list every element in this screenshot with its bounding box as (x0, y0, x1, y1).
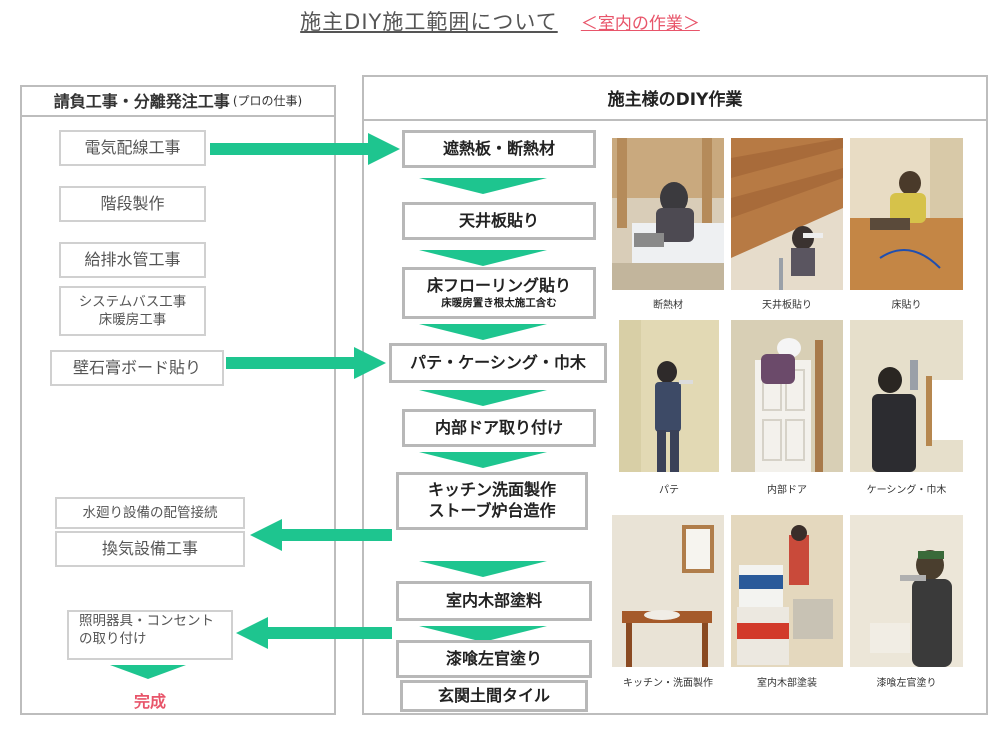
pro-item-stairs: 階段製作 (59, 186, 206, 222)
arrow-shaft (266, 627, 392, 639)
step-flooring-label: 床フローリング貼り (426, 276, 571, 296)
arrow-shaft (280, 529, 392, 541)
pro-work-header-note: (プロの仕事) (232, 93, 303, 108)
arrow-shaft (226, 357, 356, 369)
photo-kitchen-washbasin (612, 515, 724, 667)
arrow-kitchen-to-plumbing (250, 519, 392, 551)
photo-floor (850, 138, 963, 290)
caption-plaster: 漆喰左官塗り (876, 678, 937, 689)
pro-item-plumbing: 給排水管工事 (59, 242, 206, 278)
pro-item-lighting-line2: の取り付け (79, 631, 147, 648)
step-putty-casing-baseboard: パテ・ケーシング・巾木 (389, 343, 607, 383)
arrow-head (250, 519, 282, 551)
arrow-down-to-done (110, 665, 186, 679)
caption-wood-paint: 室内木部塗装 (757, 678, 817, 689)
title-sub: ＜室内の作業＞ (580, 14, 700, 34)
arrow-down-2 (419, 250, 547, 266)
title-main: 施主DIY施工範囲について (300, 10, 558, 34)
step-ceiling-boards: 天井板貼り (402, 202, 596, 240)
pro-item-floor-heating: 床暖房工事 (98, 312, 167, 328)
photo-casing-baseboard (850, 320, 963, 472)
pro-work-header-label: 請負工事・分離発注工事 (53, 92, 230, 111)
arrow-down-5 (419, 452, 547, 468)
photo-ceiling-boards (731, 138, 843, 290)
step-flooring: 床フローリング貼り 床暖房置き根太施工含む (402, 267, 596, 319)
step-kitchen-label: キッチン洗面製作 (427, 480, 556, 500)
step-stove-label: ストーブ炉台造作 (428, 501, 556, 520)
pro-work-panel-header: 請負工事・分離発注工事(プロの仕事) (20, 85, 336, 117)
arrow-head (236, 617, 268, 649)
photo-insulation (612, 138, 724, 290)
step-plaster: 漆喰左官塗り (396, 640, 592, 678)
arrow-head (368, 133, 400, 165)
pro-item-ventilation: 換気設備工事 (55, 531, 245, 567)
photo-plaster (850, 515, 963, 667)
arrow-shaft (210, 143, 370, 155)
pro-item-lighting-outlets: 照明器具・コンセント の取り付け (67, 610, 233, 660)
pro-item-lighting-line1: 照明器具・コンセント (79, 613, 214, 629)
arrow-electrical-to-insulation (210, 133, 400, 165)
step-heat-shield-insulation: 遮熱板・断熱材 (402, 130, 596, 168)
caption-ceiling-boards: 天井板貼り (762, 300, 812, 311)
caption-insulation: 断熱材 (653, 300, 683, 311)
arrow-down-7 (419, 626, 547, 642)
step-entrance-tile: 玄関土間タイル (400, 680, 588, 712)
arrow-down-6 (419, 561, 547, 577)
arrow-down-4 (419, 390, 547, 406)
arrow-head (354, 347, 386, 379)
done-label: 完成 (133, 692, 166, 711)
caption-casing-baseboard: ケーシング・巾木 (866, 485, 947, 496)
caption-kitchen-washbasin: キッチン・洗面製作 (623, 678, 713, 689)
photo-interior-door (731, 320, 843, 472)
step-interior-door: 内部ドア取り付け (402, 409, 596, 447)
step-wood-paint: 室内木部塗料 (396, 581, 592, 621)
arrow-plaster-to-lighting (236, 617, 392, 649)
page-title: 施主DIY施工範囲について ＜室内の作業＞ (0, 6, 1000, 36)
caption-floor: 床貼り (891, 300, 922, 311)
caption-interior-door: 内部ドア (767, 485, 807, 496)
pro-item-water-piping: 水廻り設備の配管接続 (55, 497, 245, 529)
caption-putty: パテ (659, 485, 679, 496)
step-flooring-note: 床暖房置き根太施工含む (441, 297, 557, 310)
arrow-down-3 (419, 324, 547, 340)
arrow-down-1 (419, 178, 547, 194)
diy-work-panel-header: 施主様のDIY作業 (362, 75, 988, 121)
arrow-gypsum-to-putty (226, 347, 386, 379)
photo-putty (619, 320, 719, 472)
pro-item-bath-floorheating: システムバス工事 床暖房工事 (59, 286, 206, 336)
pro-item-system-bath: システムバス工事 (78, 293, 187, 310)
pro-item-electrical-wiring: 電気配線工事 (59, 130, 206, 166)
photo-wood-paint (731, 515, 843, 667)
pro-item-gypsum-board: 壁石膏ボード貼り (50, 350, 224, 386)
step-kitchen-stove: キッチン洗面製作 ストーブ炉台造作 (396, 472, 588, 530)
